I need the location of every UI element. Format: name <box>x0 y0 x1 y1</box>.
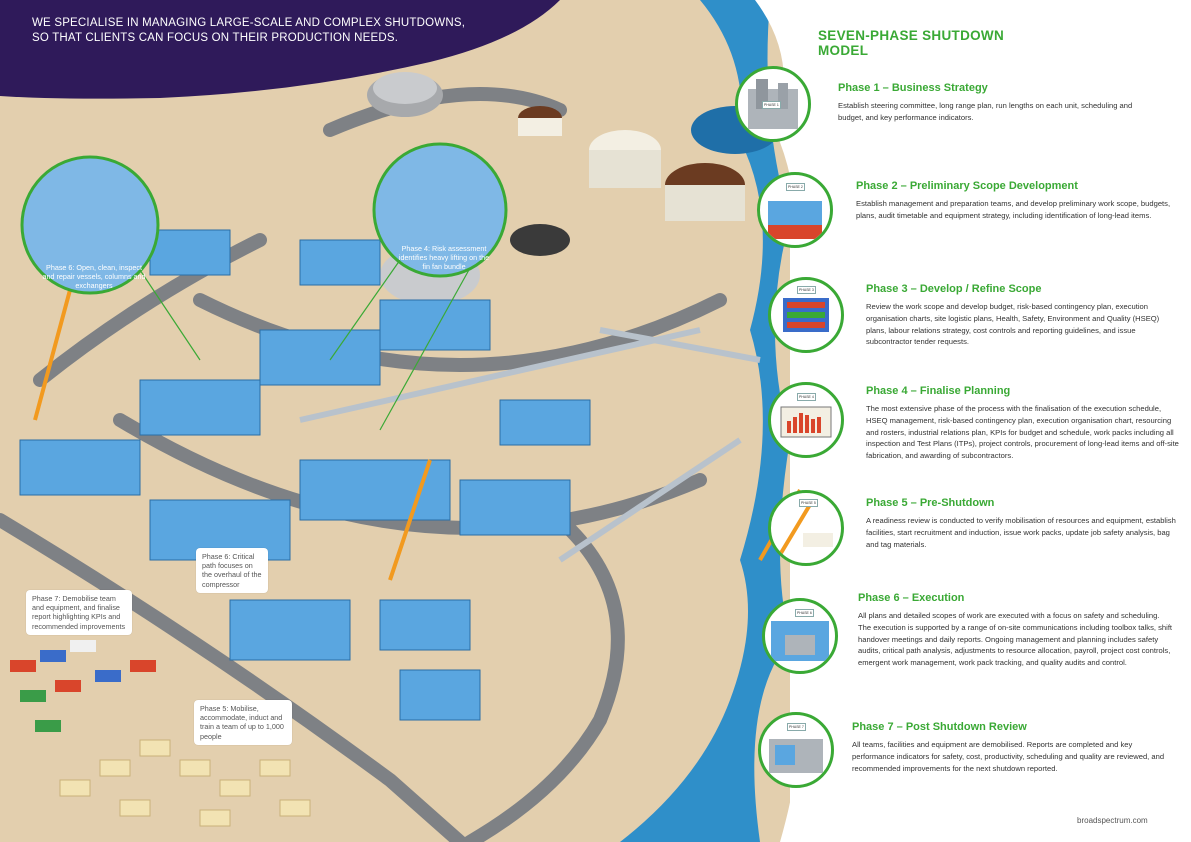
callout-phase7-demob: Phase 7: Demobilise team and equipment, … <box>26 590 132 635</box>
phase-5-title: Phase 5 – Pre-Shutdown <box>866 497 995 509</box>
phase-7-tag: PHASE 7 <box>787 723 806 731</box>
phase-3: Phase 3 – Develop / Refine Scope Review … <box>866 283 1181 348</box>
process-units <box>19 229 591 721</box>
callout-phase4-risk: Phase 4: Risk assessment identifies heav… <box>398 244 490 272</box>
phase-3-title: Phase 3 – Develop / Refine Scope <box>866 283 1042 295</box>
phase-6-text: All plans and detailed scopes of work ar… <box>858 611 1173 668</box>
accommodation-huts <box>59 739 311 827</box>
text-panel <box>755 0 1191 842</box>
phase-6: Phase 6 – Execution All plans and detail… <box>858 592 1173 669</box>
callout-phase5-mobilise: Phase 5: Mobilise, accommodate, induct a… <box>194 700 292 745</box>
callout-phase6-critical: Phase 6: Critical path focuses on the ov… <box>196 548 268 593</box>
phase-1-image: PHASE 1 <box>735 66 811 142</box>
banner-shape <box>0 0 560 99</box>
banner-text: WE SPECIALISE IN MANAGING LARGE-SCALE AN… <box>32 17 466 44</box>
footer-url: broadspectrum.com <box>1077 816 1148 825</box>
storage-tanks <box>367 72 779 305</box>
pipe-rack <box>299 327 761 563</box>
phase-7-image: PHASE 7 <box>758 712 834 788</box>
sea-shape <box>620 0 790 842</box>
phase-4-tag: PHASE 4 <box>797 393 816 401</box>
phase-4-title: Phase 4 – Finalise Planning <box>866 385 1011 397</box>
phase-6-image: PHASE 6 <box>762 598 838 674</box>
phase-2-image: PHASE 2 <box>757 172 833 248</box>
phase-1-text: Establish steering committee, long range… <box>838 101 1133 122</box>
phase-1-tag: PHASE 1 <box>762 101 781 109</box>
phase-7-title: Phase 7 – Post Shutdown Review <box>852 721 1027 733</box>
phase-5-image: PHASE 5 <box>768 490 844 566</box>
shipping-containers <box>10 640 156 732</box>
phase-1-title: Phase 1 – Business Strategy <box>838 82 988 94</box>
phase-4-text: The most extensive phase of the process … <box>866 404 1179 461</box>
phase-5-tag: PHASE 5 <box>799 499 818 507</box>
phase-3-tag: PHASE 3 <box>797 286 816 294</box>
phase-1: Phase 1 – Business Strategy Establish st… <box>838 82 1153 124</box>
phase-2-tag: PHASE 2 <box>786 183 805 191</box>
phase-6-tag: PHASE 6 <box>795 609 814 617</box>
phase-7-text: All teams, facilities and equipment are … <box>852 740 1165 773</box>
phase-6-title: Phase 6 – Execution <box>858 592 965 604</box>
phase-4-image: PHASE 4 <box>768 382 844 458</box>
zoom-lines <box>139 259 471 431</box>
phase-4: Phase 4 – Finalise Planning The most ext… <box>866 385 1181 462</box>
phase-2-title: Phase 2 – Preliminary Scope Development <box>856 180 1078 192</box>
model-title: SEVEN-PHASE SHUTDOWN MODEL <box>818 28 1005 58</box>
phase-5-text: A readiness review is conducted to verif… <box>866 516 1176 549</box>
phase-7: Phase 7 – Post Shutdown Review All teams… <box>852 721 1167 774</box>
phase-5: Phase 5 – Pre-Shutdown A readiness revie… <box>866 497 1181 550</box>
zoom-circles <box>20 142 508 295</box>
phase-2-text: Establish management and preparation tea… <box>856 199 1171 220</box>
phase-2: Phase 2 – Preliminary Scope Development … <box>856 180 1171 222</box>
callout-phase6-inspect: Phase 6: Open, clean, inspect and repair… <box>42 263 146 291</box>
phase-3-text: Review the work scope and develop budget… <box>866 302 1160 347</box>
phase-3-image: PHASE 3 <box>768 277 844 353</box>
